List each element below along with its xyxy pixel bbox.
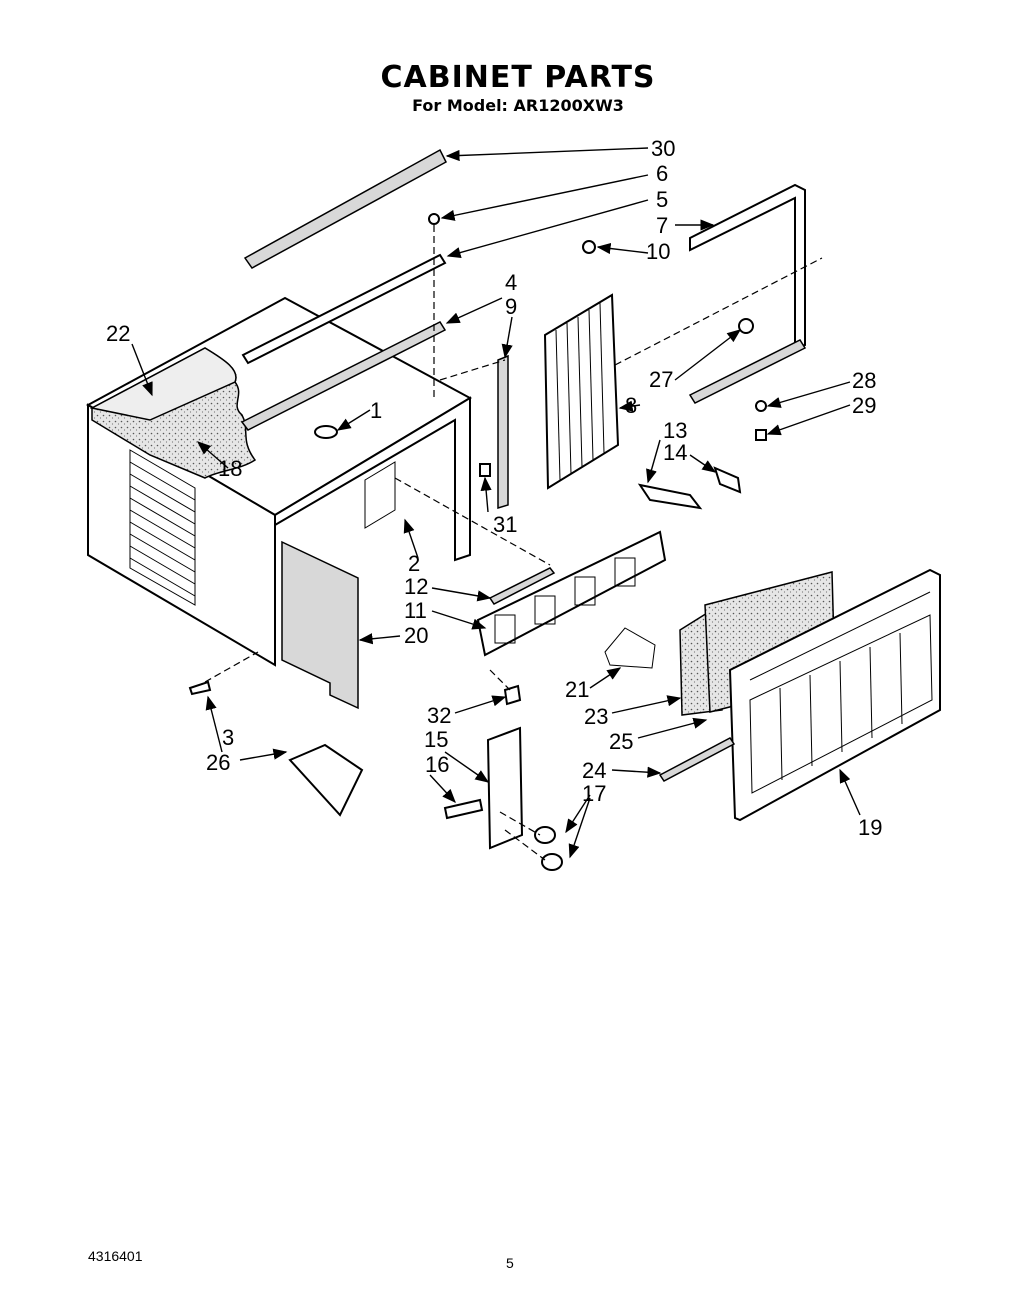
callout-10: 10 bbox=[646, 239, 670, 264]
callout-9: 9 bbox=[505, 294, 517, 319]
callout-11: 11 bbox=[404, 598, 427, 623]
wire-part-21 bbox=[604, 627, 656, 669]
callout-15: 15 bbox=[424, 727, 448, 752]
callout-23: 23 bbox=[584, 704, 608, 729]
top-insulation-part bbox=[89, 347, 257, 479]
strip-part-24 bbox=[658, 737, 736, 782]
document-number: 4316401 bbox=[88, 1248, 143, 1264]
bracket-part-26 bbox=[288, 743, 364, 817]
callout-1: 1 bbox=[370, 398, 382, 423]
callout-27: 27 bbox=[649, 367, 673, 392]
callout-2: 2 bbox=[408, 551, 420, 576]
callout-4: 4 bbox=[505, 270, 517, 295]
callout-12: 12 bbox=[404, 574, 428, 599]
callout-31: 31 bbox=[493, 512, 517, 537]
strip-part-9 bbox=[497, 354, 509, 510]
callout-14: 14 bbox=[663, 440, 687, 465]
callout-19: 19 bbox=[858, 815, 882, 840]
air-deflector-part-8 bbox=[543, 293, 620, 490]
front-grille-part-19 bbox=[728, 568, 941, 822]
nut-part-29 bbox=[755, 429, 767, 441]
screw-part-3 bbox=[188, 680, 212, 696]
callout-24: 24 bbox=[582, 758, 606, 783]
callout-7: 7 bbox=[656, 213, 668, 238]
callout-3: 3 bbox=[222, 725, 234, 750]
screw-part-32 bbox=[503, 684, 522, 706]
callout-18: 18 bbox=[218, 456, 242, 481]
callout-6: 6 bbox=[656, 161, 668, 186]
knob-part-1 bbox=[314, 425, 338, 439]
callout-5: 5 bbox=[656, 187, 668, 212]
callout-28: 28 bbox=[852, 368, 876, 393]
top-rails bbox=[240, 148, 447, 431]
page-title: CABINET PARTS bbox=[380, 60, 656, 95]
knob-part-27 bbox=[738, 318, 754, 334]
screw-part-6 bbox=[428, 213, 440, 225]
cabinet-louvers bbox=[129, 449, 196, 606]
callout-8: 8 bbox=[625, 393, 637, 418]
callout-26: 26 bbox=[206, 750, 230, 775]
knob-part-17a bbox=[534, 826, 556, 844]
knob-part-17b bbox=[541, 853, 563, 871]
clip-part-31 bbox=[479, 463, 491, 477]
callout-29: 29 bbox=[852, 393, 876, 418]
clip-part-14 bbox=[713, 466, 742, 494]
callout-22: 22 bbox=[106, 321, 130, 346]
callout-13: 13 bbox=[663, 418, 687, 443]
leader-lines bbox=[131, 147, 861, 859]
model-subtitle: For Model: AR1200XW3 bbox=[412, 96, 624, 115]
callout-17: 17 bbox=[582, 781, 606, 806]
bolt-part-16 bbox=[443, 798, 484, 820]
callout-21: 21 bbox=[565, 677, 589, 702]
callout-30: 30 bbox=[651, 136, 675, 161]
callout-16: 16 bbox=[425, 752, 449, 777]
page-number: 5 bbox=[506, 1255, 514, 1271]
louver-assembly-part-11 bbox=[476, 530, 667, 657]
callout-labels: 30 6 5 7 10 4 9 22 1 27 28 29 8 13 14 18… bbox=[106, 136, 882, 840]
rod-part-12 bbox=[488, 567, 556, 605]
callout-25: 25 bbox=[609, 729, 633, 754]
callout-20: 20 bbox=[404, 623, 428, 648]
plate-part-15 bbox=[486, 726, 524, 850]
assembly-guide-lines bbox=[204, 225, 823, 861]
base-pan-part bbox=[281, 540, 359, 710]
latch-part-13 bbox=[637, 483, 703, 510]
callout-32: 32 bbox=[427, 703, 451, 728]
screw-part-10 bbox=[582, 240, 596, 254]
screw-part-28 bbox=[755, 400, 767, 412]
frame-part-7 bbox=[688, 183, 807, 404]
